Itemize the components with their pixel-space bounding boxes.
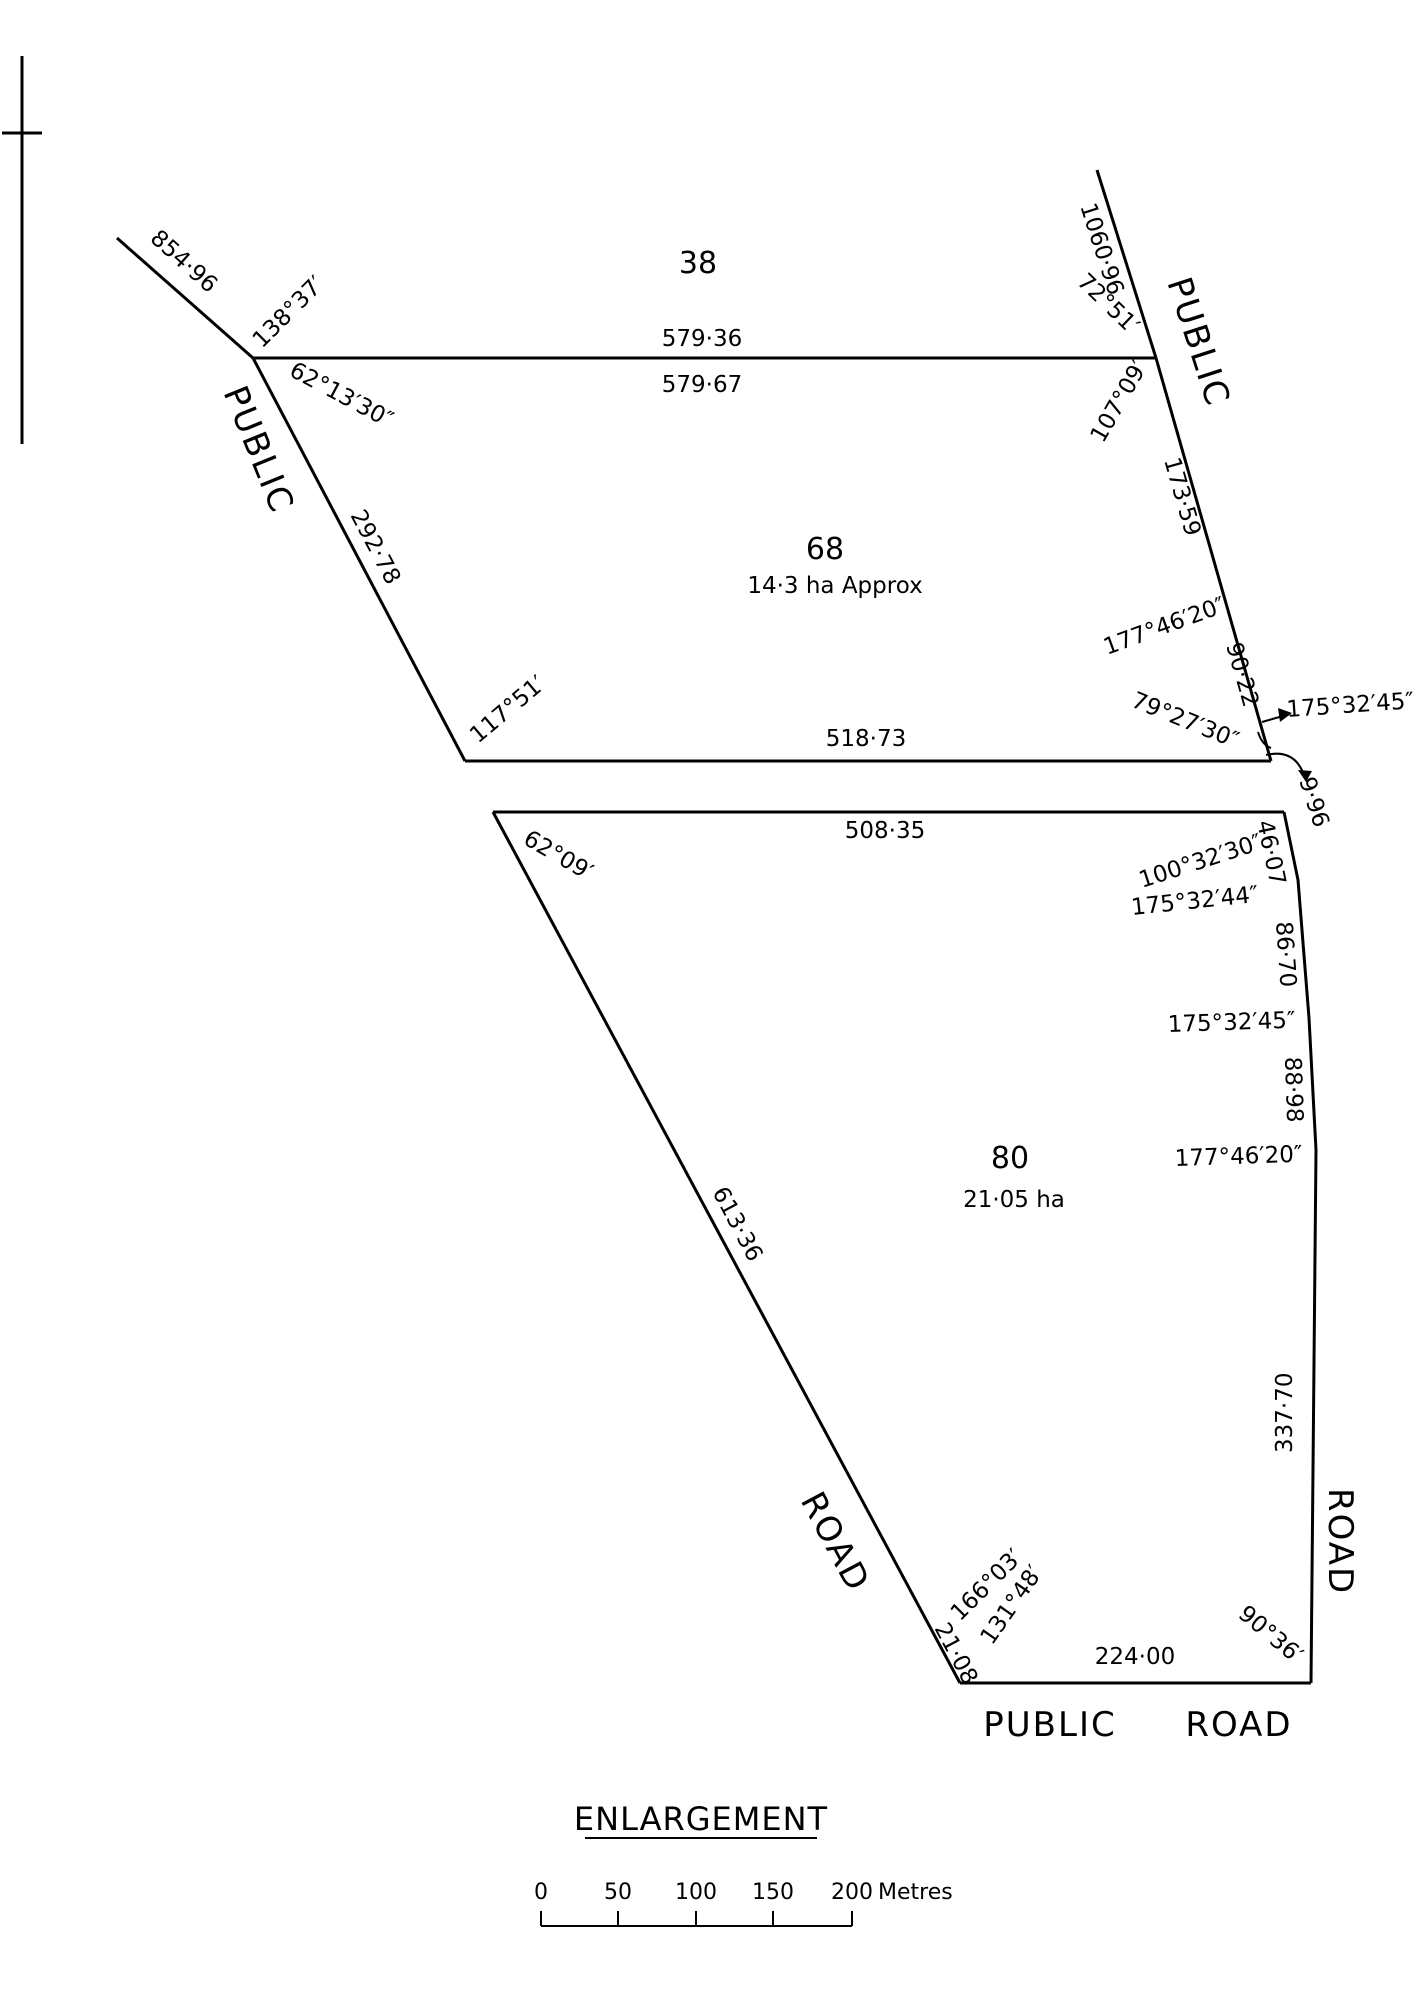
distance-label: 518·73 xyxy=(826,726,906,752)
distance-label: 579·36 xyxy=(662,326,742,352)
angle-label: 90°36′ xyxy=(1233,1601,1307,1669)
distance-label: 173·59 xyxy=(1158,454,1205,539)
distance-label: 337·70 xyxy=(1272,1373,1298,1453)
distance-label: 21·08 xyxy=(929,1619,983,1689)
lot-68-area: 14·3 ha Approx xyxy=(747,573,922,599)
scale-bar: 0 50 100 150 200 Metres xyxy=(534,1880,953,1927)
north-arrow-icon xyxy=(2,56,42,444)
lot-38-number: 38 xyxy=(679,246,717,281)
arrow-icon xyxy=(1261,708,1292,723)
road-label-road-right: ROAD xyxy=(1320,1488,1360,1595)
angle-label: 62°09′ xyxy=(519,826,597,886)
road-boundary-upper-left xyxy=(116,236,254,360)
lot-80-number: 80 xyxy=(991,1141,1029,1176)
road-label-public-left: PUBLIC xyxy=(215,380,302,519)
lot-80-boundary xyxy=(491,810,1318,1685)
angle-label: 62°13′30″ xyxy=(285,357,397,433)
distance-label: 613·36 xyxy=(707,1183,768,1266)
angle-label: 117°51′ xyxy=(465,671,551,749)
road-boundary-upper-right xyxy=(1095,169,1158,359)
road-label-public-right: PUBLIC xyxy=(1158,272,1237,411)
distance-label: 9·96 xyxy=(1293,774,1334,831)
lot-68-boundary xyxy=(251,356,1273,763)
distance-label: 224·00 xyxy=(1095,1644,1175,1670)
arrow-icon xyxy=(1265,752,1312,782)
scale-tick-label: 200 xyxy=(831,1880,873,1905)
angle-label: 107°09′ xyxy=(1086,356,1153,447)
angle-label: 177°46′20″ xyxy=(1100,592,1229,660)
distance-label: 90·22 xyxy=(1220,639,1263,709)
distance-label: 854·96 xyxy=(145,225,222,298)
angle-label: 175°32′45″ xyxy=(1286,688,1413,723)
angle-label: 177°46′20″ xyxy=(1174,1142,1303,1172)
distance-label: 88·98 xyxy=(1279,1056,1307,1123)
scale-tick-label: 150 xyxy=(752,1880,794,1905)
distance-label: 508·35 xyxy=(845,818,925,844)
plan-title: ENLARGEMENT xyxy=(574,1800,828,1838)
angle-label: 79°27′30″ xyxy=(1128,687,1243,754)
lot-80-area: 21·05 ha xyxy=(963,1187,1065,1213)
distance-label: 579·67 xyxy=(662,372,742,398)
angle-label: 138°37′ xyxy=(248,271,330,353)
scale-unit-label: Metres xyxy=(878,1880,953,1905)
road-label-public-bottom: PUBLIC xyxy=(983,1705,1116,1745)
scale-tick-label: 100 xyxy=(675,1880,717,1905)
angle-label: 175°32′45″ xyxy=(1167,1008,1296,1038)
road-label-road-bottom: ROAD xyxy=(1185,1705,1292,1745)
scale-tick-label: 50 xyxy=(604,1880,632,1905)
angle-arc xyxy=(1257,731,1272,749)
scale-tick-label: 0 xyxy=(534,1880,548,1905)
distance-label: 86·70 xyxy=(1270,921,1301,989)
lot-68-number: 68 xyxy=(806,532,844,567)
